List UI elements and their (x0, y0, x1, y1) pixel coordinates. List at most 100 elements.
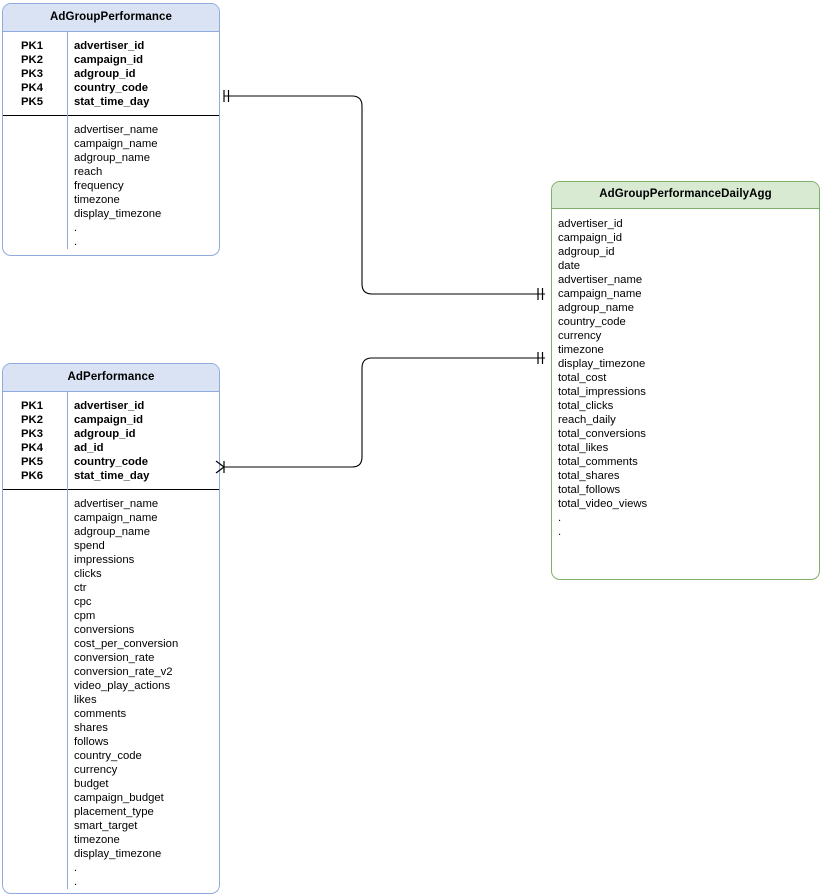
attribute-field: ctr (74, 582, 87, 595)
attribute-field: spend (74, 540, 105, 553)
pk-field: stat_time_day (74, 470, 150, 482)
primary-key-labels: PK1 PK2 PK3 PK4 PK5 (3, 39, 67, 109)
entity-body-adperformance: PK1 PK2 PK3 PK4 PK5 PK6 advertiser_id ca… (3, 392, 219, 890)
relationship-adperformance-to-dailyagg[interactable] (215, 352, 545, 474)
attribute-field: conversion_rate_v2 (74, 666, 173, 679)
attribute-field: total_shares (558, 470, 620, 482)
attribute-field: cost_per_conversion (74, 638, 179, 651)
attribute-field: cpm (74, 610, 96, 623)
entity-adperformance[interactable]: AdPerformance PK1 PK2 PK3 PK4 PK5 PK6 ad… (2, 363, 220, 894)
attribute-field: adgroup_name (74, 152, 151, 165)
attribute-field: campaign_name (558, 288, 642, 300)
attribute-field: total_likes (558, 442, 609, 454)
primary-key-section: PK1 PK2 PK3 PK4 PK5 advertiser_id campai… (3, 32, 219, 115)
attribute-field: timezone (74, 834, 120, 847)
key-attribute-divider (3, 489, 219, 491)
attribute-field: display_timezone (558, 358, 646, 370)
column-divider (67, 32, 69, 250)
pk-label: PK4 (21, 82, 43, 94)
attribute-field: campaign_budget (74, 792, 164, 805)
pk-field: country_code (74, 456, 149, 468)
attribute-field: country_code (558, 316, 626, 328)
pk-field: advertiser_id (74, 400, 145, 412)
attribute-field: follows (74, 736, 109, 749)
entity-adgroupperformance[interactable]: AdGroupPerformance PK1 PK2 PK3 PK4 PK5 a… (2, 3, 220, 256)
attribute-field: total_clicks (558, 400, 614, 412)
attribute-section: advertiser_name campaign_name adgroup_na… (3, 490, 219, 889)
key-attribute-divider (3, 115, 219, 117)
attribute-field: comments (74, 708, 127, 721)
cardinality-one-and-only-one-icon (537, 352, 544, 364)
attribute-field: currency (558, 330, 602, 342)
attribute-field: adgroup_name (558, 302, 635, 314)
pk-field: campaign_id (74, 54, 144, 66)
attribute-field: campaign_name (74, 138, 158, 151)
attribute-field: currency (74, 764, 118, 777)
attribute-field: date (558, 260, 580, 272)
relationship-adgroupperformance-to-dailyagg[interactable] (223, 90, 545, 300)
pk-label: PK2 (21, 54, 43, 66)
pk-label: PK3 (21, 428, 43, 440)
pk-label: PK2 (21, 414, 43, 426)
attribute-field: total_impressions (558, 386, 646, 398)
attribute-field: total_conversions (558, 428, 646, 440)
attribute-field: advertiser_name (74, 498, 159, 511)
primary-key-labels: PK1 PK2 PK3 PK4 PK5 PK6 (3, 399, 67, 483)
attribute-field: budget (74, 778, 109, 791)
attribute-gutter (3, 497, 67, 889)
pk-label: PK5 (21, 456, 43, 468)
attribute-field: total_video_views (558, 498, 648, 510)
attribute-fields: advertiser_id campaign_id adgroup_id dat… (552, 209, 819, 539)
attribute-field: adgroup_id (558, 246, 615, 258)
entity-title-adgroupperformancedailyagg: AdGroupPerformanceDailyAgg (552, 182, 819, 209)
attribute-field: advertiser_name (74, 124, 159, 137)
entity-title-adperformance: AdPerformance (3, 364, 219, 392)
column-divider (67, 392, 69, 890)
attribute-field: advertiser_name (558, 274, 643, 286)
attribute-field: . (74, 876, 78, 889)
pk-label: PK6 (21, 470, 43, 482)
attribute-section: advertiser_name campaign_name adgroup_na… (3, 116, 219, 249)
attribute-field: conversions (74, 624, 135, 637)
attribute-field: campaign_id (558, 232, 623, 244)
pk-label: PK3 (21, 68, 43, 80)
attribute-field: cpc (74, 596, 92, 609)
attribute-field: campaign_name (74, 512, 158, 525)
pk-field: advertiser_id (74, 40, 145, 52)
attribute-field: likes (74, 694, 97, 707)
attribute-field: total_comments (558, 456, 638, 468)
attribute-fields: advertiser_name campaign_name adgroup_na… (67, 497, 219, 889)
primary-key-section: PK1 PK2 PK3 PK4 PK5 PK6 advertiser_id ca… (3, 392, 219, 489)
pk-label: PK1 (21, 40, 43, 52)
pk-field: adgroup_id (74, 428, 136, 440)
entity-adgroupperformancedailyagg[interactable]: AdGroupPerformanceDailyAgg advertiser_id… (551, 181, 820, 580)
pk-field: ad_id (74, 442, 104, 454)
attribute-field: . (74, 222, 78, 235)
pk-field: adgroup_id (74, 68, 136, 80)
pk-label: PK1 (21, 400, 43, 412)
attribute-field: smart_target (74, 820, 138, 833)
attribute-field: adgroup_name (74, 526, 151, 539)
primary-key-fields: advertiser_id campaign_id adgroup_id cou… (67, 39, 219, 109)
attribute-field: video_play_actions (74, 680, 171, 693)
attribute-field: shares (74, 722, 108, 735)
pk-label: PK4 (21, 442, 43, 454)
attribute-field: reach (74, 166, 103, 179)
pk-field: stat_time_day (74, 96, 150, 108)
attribute-field: placement_type (74, 806, 154, 819)
attribute-field: total_follows (558, 484, 621, 496)
attribute-field: . (558, 512, 562, 524)
attribute-field: advertiser_id (558, 218, 623, 230)
entity-body-adgroupperformance: PK1 PK2 PK3 PK4 PK5 advertiser_id campai… (3, 32, 219, 250)
attribute-fields: advertiser_name campaign_name adgroup_na… (67, 123, 219, 249)
attribute-field: clicks (74, 568, 102, 581)
pk-field: campaign_id (74, 414, 144, 426)
attribute-field: country_code (74, 750, 142, 763)
attribute-field: reach_daily (558, 414, 616, 426)
attribute-field: timezone (558, 344, 604, 356)
attribute-field: timezone (74, 194, 120, 207)
attribute-field: display_timezone (74, 848, 162, 861)
attribute-field: total_cost (558, 372, 607, 384)
attribute-field: frequency (74, 180, 124, 193)
